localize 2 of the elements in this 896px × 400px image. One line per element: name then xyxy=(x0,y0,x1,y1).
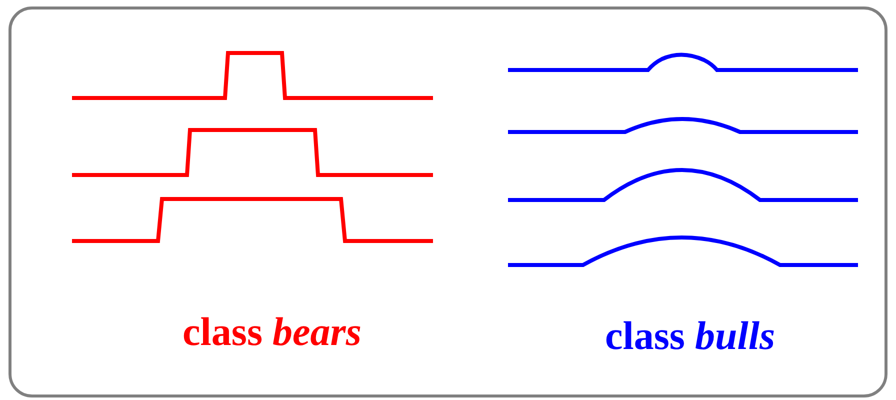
class-caption: class bears xyxy=(182,308,362,355)
class-caption: class bulls xyxy=(604,312,776,359)
